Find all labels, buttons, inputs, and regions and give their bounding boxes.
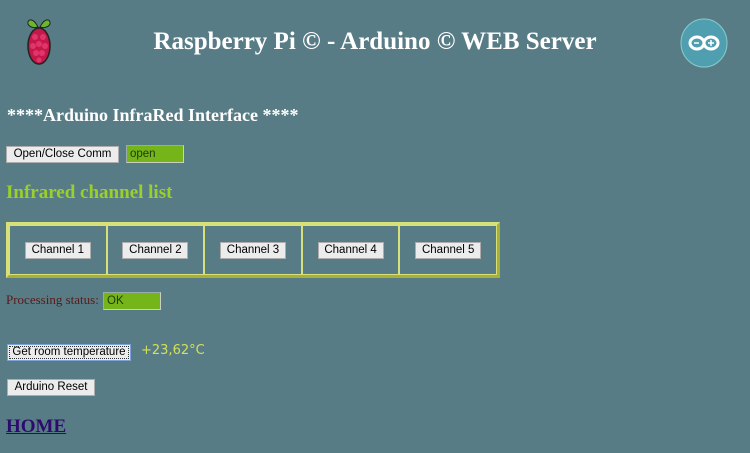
channel-cell: Channel 5 [399,225,497,275]
home-link[interactable]: HOME [6,416,67,437]
page-title: Raspberry Pi © - Arduino © WEB Server [153,28,597,55]
channel-cell: Channel 2 [106,225,205,275]
channel-3-button[interactable]: Channel 3 [219,241,286,259]
arduino-reset-button[interactable]: Arduino Reset [7,379,95,396]
comm-status-field[interactable]: open [126,145,184,163]
channel-list-heading: Infrared channel list [6,182,173,203]
channel-5-button[interactable]: Channel 5 [415,241,482,259]
channel-table: Channel 1 Channel 2 Channel 3 Channel 4 … [6,222,500,278]
section-heading: ****Arduino InfraRed Interface **** [7,105,299,125]
open-close-comm-button[interactable]: Open/Close Comm [6,146,119,163]
channel-cell: Channel 1 [9,225,107,275]
channel-2-button[interactable]: Channel 2 [122,241,189,259]
temperature-value: +23,62°C [141,343,205,358]
get-room-temperature-button[interactable]: Get room temperature [7,344,131,361]
processing-status-field[interactable]: OK [103,292,161,310]
channel-cell: Channel 3 [204,225,302,275]
channel-cell: Channel 4 [301,225,400,275]
channel-4-button[interactable]: Channel 4 [317,241,384,259]
processing-status-label: Processing status: [6,292,99,307]
channel-1-button[interactable]: Channel 1 [24,241,91,259]
arduino-logo [680,18,728,68]
raspberry-pi-logo [27,19,51,65]
